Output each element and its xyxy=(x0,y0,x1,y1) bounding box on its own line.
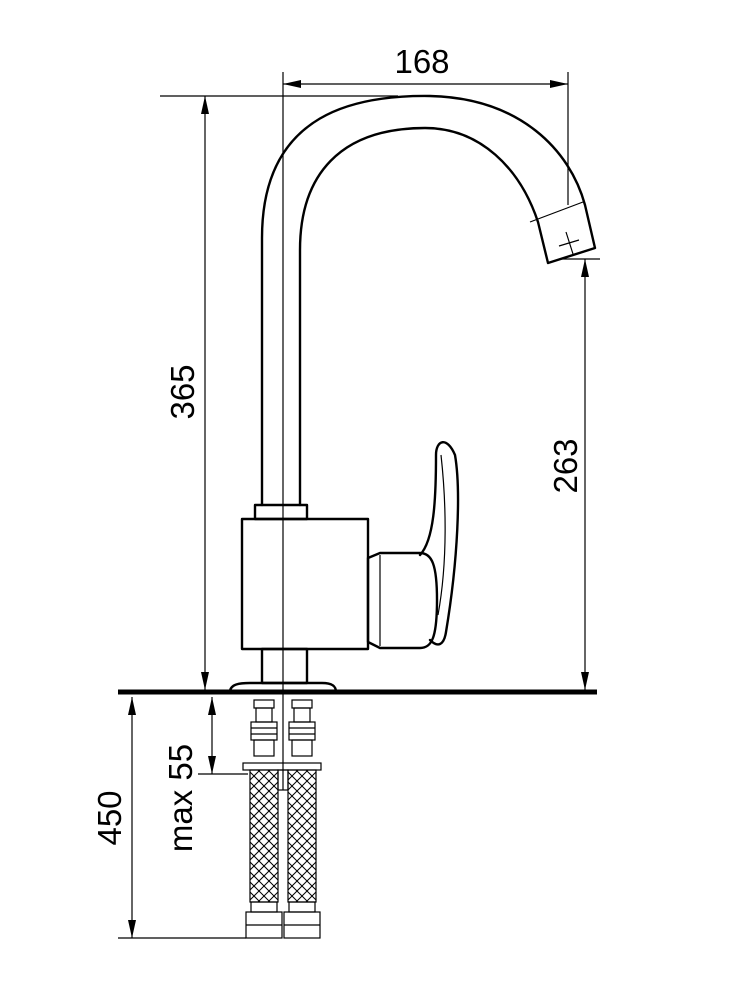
braid-strand xyxy=(287,769,309,791)
braid-strand xyxy=(295,769,317,791)
braid-strand xyxy=(267,769,279,781)
braid-strand xyxy=(295,881,317,903)
hose-length-label: 450 xyxy=(91,790,128,845)
braid-strand xyxy=(249,781,279,811)
braid-strand xyxy=(249,831,279,861)
dimension-hose-length: 450 xyxy=(91,697,246,939)
braid-strand xyxy=(249,851,279,881)
spout-reach-label: 168 xyxy=(394,43,449,80)
braid-strand xyxy=(305,769,317,781)
braid-strand xyxy=(257,881,279,903)
braid-strand xyxy=(249,769,271,791)
braid-strand xyxy=(249,791,279,821)
braid-strand xyxy=(287,871,317,901)
right-hose xyxy=(283,699,321,939)
braid-strand xyxy=(267,891,279,903)
lever-handle-inner xyxy=(437,454,446,616)
outlet-height-label: 263 xyxy=(547,438,584,493)
mixer-body xyxy=(240,517,370,651)
faucet-stem xyxy=(260,647,309,685)
braid-strand xyxy=(287,769,299,781)
countertop-thickness-label: max 55 xyxy=(162,744,199,852)
spout-collar xyxy=(253,503,309,521)
braid-strand xyxy=(249,841,279,871)
braid-strand xyxy=(249,881,271,903)
braid-strand xyxy=(249,861,279,891)
lever-housing xyxy=(366,551,439,650)
braid-strand xyxy=(287,881,309,903)
total-height-label: 365 xyxy=(164,364,201,419)
braid-strand xyxy=(249,771,279,801)
braid-strand xyxy=(249,821,279,851)
mounting-washer xyxy=(242,762,322,771)
base-plate xyxy=(228,681,338,694)
braid-strand xyxy=(287,791,317,821)
braid-strand xyxy=(249,801,279,831)
spout-outlet-aerator xyxy=(558,231,580,255)
braid-strand xyxy=(287,811,317,841)
supply-hoses xyxy=(242,692,322,939)
braid-strand xyxy=(257,769,279,791)
braid-strand xyxy=(287,861,317,891)
left-hose-braid xyxy=(249,769,279,903)
dimension-total-height: 365 xyxy=(160,95,398,690)
braid-strand xyxy=(249,811,279,841)
braid-strand xyxy=(249,891,261,903)
braid-strand xyxy=(287,821,317,851)
braid-strand xyxy=(305,891,317,903)
braid-strand xyxy=(287,771,317,801)
braid-strand xyxy=(249,871,279,901)
braid-strand xyxy=(287,801,317,831)
spout xyxy=(260,94,597,507)
braid-strand xyxy=(287,841,317,871)
dimension-outlet-height: 263 xyxy=(547,258,600,690)
dimension-spout-reach: 168 xyxy=(282,43,569,690)
braid-strand xyxy=(287,891,299,903)
right-hose-braid xyxy=(287,769,317,903)
spout-outlet-edge xyxy=(529,201,584,223)
braid-strand xyxy=(249,769,261,781)
lever-handle xyxy=(418,441,460,646)
faucet-body xyxy=(228,94,597,694)
braid-strand xyxy=(287,851,317,881)
dimension-countertop-thickness: max 55 xyxy=(162,697,248,852)
braid-strand xyxy=(287,831,317,861)
braid-strand xyxy=(287,781,317,811)
left-hose xyxy=(245,699,283,939)
